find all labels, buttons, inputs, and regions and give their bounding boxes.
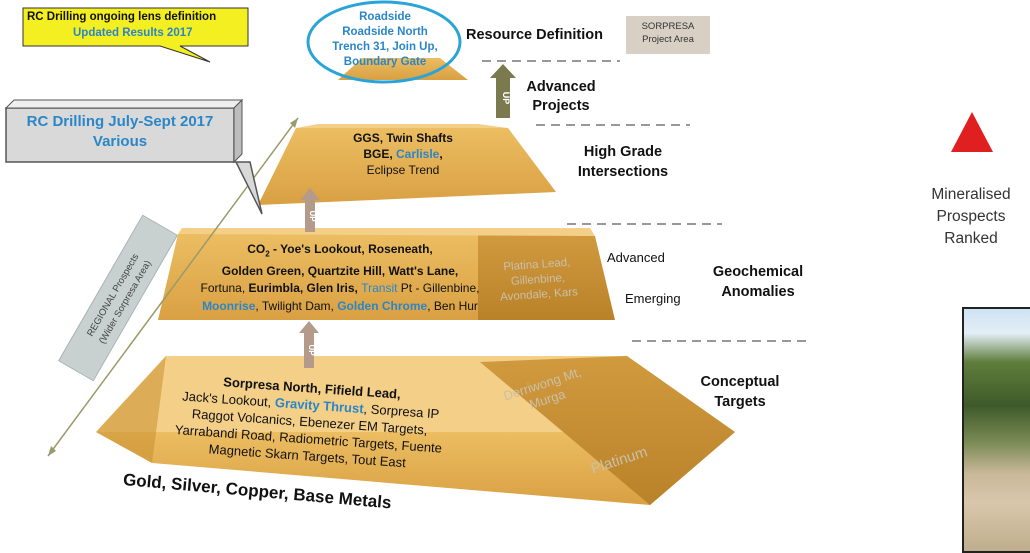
co2-sub: 2 [265,249,270,259]
geochem-label: Geochemical Anomalies [700,262,816,302]
right-line-3: Ranked [944,230,998,247]
third-tier-line-1: CO2 - Yoe's Lookout, Roseneath, [180,241,500,263]
high-grade-line-1: High Grade [583,144,663,160]
geochem-line-1: Geochemical [712,264,804,280]
third-tier-line-3: Fortuna, Eurimbla, Glen Iris, Transit Pt… [180,280,500,298]
conceptual-label: Conceptual Targets [692,372,788,412]
bge-text: BGE, [363,147,396,161]
top-tier-text: Roadside Roadside North Trench 31, Join … [320,10,450,70]
conceptual-line-2: Targets [714,394,766,410]
third-tier-side-text: Platina Lead, Gillenbine, Avondale, Kars [477,254,600,307]
high-grade-line-2: Intersections [577,164,669,180]
third-tier-right [478,234,615,320]
eurimbla-text: Eurimbla, Glen Iris, [248,281,362,296]
up-arrow-middle: UP [300,188,320,232]
conceptual-line-1: Conceptual [700,374,780,390]
regional-arrow-line [47,117,299,457]
second-tier-line-2: BGE, Carlisle, [318,146,488,162]
geochem-line-2: Anomalies [721,284,795,300]
field-photo [962,307,1030,553]
second-tier-line-3: Eclipse Trend [366,163,440,177]
base-tier-left [96,356,166,463]
top-tier-line-1: Roadside [359,11,411,23]
sorpresa-line2: Project Area [642,34,694,45]
comma-text: , [439,147,443,161]
resource-definition-label: Resource Definition [466,27,603,43]
second-tier-top [296,124,508,128]
right-label: Mineralised Prospects Ranked [912,184,1030,250]
regional-label-box: REGIONAL Prospects (Wider Sorpresa Area) [57,214,179,382]
pt-text: Pt - Gillenbine, [397,281,480,296]
third-line1-rest: - Yoe's Lookout, Roseneath, [269,242,433,256]
top-tier-line-2: Roadside North [342,26,428,38]
third-tier-text: CO2 - Yoe's Lookout, Roseneath, Golden G… [180,241,500,315]
third-tier-top [178,228,595,236]
twilight-text: , Twilight Dam, [255,298,338,313]
yellow-callout-line2: Updated Results 2017 [73,27,193,39]
highlight-ellipse [306,0,462,84]
top-tier-line-4: Boundary Gate [343,56,427,68]
advanced-projects-line-1: Advanced [526,79,596,95]
right-line-1: Mineralised [931,186,1011,203]
up-arrow-top: UP [490,64,516,118]
second-tier-text: GGS, Twin Shafts BGE, Carlisle, Eclipse … [318,130,488,178]
advanced-projects-line-2: Projects [532,98,590,114]
grey-callout-line2: Various [92,133,148,150]
ben-hur-text: , Ben Hur [427,298,478,313]
carlisle-text: Carlisle [395,147,440,161]
callout-grey [4,98,263,215]
regional-arrow-head-top [290,118,298,128]
advanced-projects-label: Advanced Projects [518,78,604,116]
sorpresa-line1: SORPRESA [641,21,695,32]
emerging-label: Emerging [625,291,681,306]
top-tier [338,58,468,80]
third-tier-front [158,234,478,320]
golden-chrome-text: Golden Chrome [337,298,428,313]
callout-yellow [22,7,249,63]
co2-prefix: CO [247,242,266,256]
up-label-bottom: UP [307,344,316,356]
third-tier-line-4: Moonrise, Twilight Dam, Golden Chrome, B… [180,298,500,316]
top-tier-line-3: Trench 31, Join Up, [332,41,438,53]
base-tier-right [480,356,735,505]
second-tier-line-1: GGS, Twin Shafts [353,131,453,145]
fortuna-text: Fortuna, [200,281,249,296]
up-arrow-bottom: UP [299,321,319,368]
transit-text: Transit [361,281,398,296]
grey-callout-line1: RC Drilling July-Sept 2017 [26,113,214,130]
advanced-label: Advanced [607,250,665,265]
up-label-middle: UP [308,210,317,222]
up-label-top: UP [501,92,511,105]
third-tier-line-2: Golden Green, Quartzite Hill, Watt's Lan… [221,263,459,278]
base-tier-front [96,432,735,505]
regional-arrow-head-bottom [48,446,56,456]
moonrise-text: Moonrise [202,298,256,313]
red-triangle-icon [951,112,993,152]
second-tier-front [258,128,556,205]
sorpresa-box [626,16,710,54]
high-grade-label: High Grade Intersections [556,142,690,182]
yellow-callout-line1: RC Drilling ongoing lens definition [27,11,217,23]
right-line-2: Prospects [936,208,1006,225]
